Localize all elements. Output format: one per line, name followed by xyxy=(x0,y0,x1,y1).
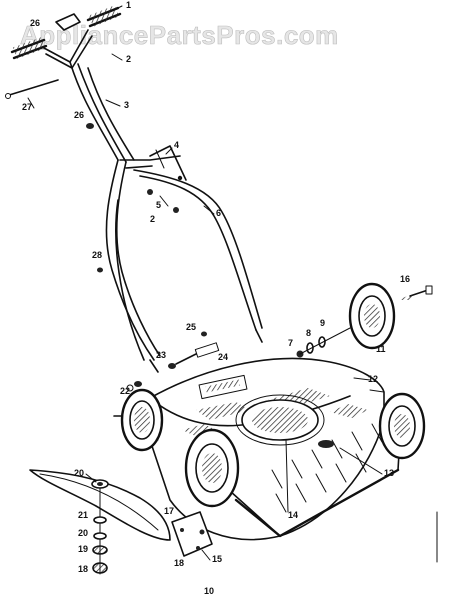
callout-24: 24 xyxy=(218,352,228,362)
wheel-exploded xyxy=(296,282,433,358)
callout-2-top: 2 xyxy=(126,54,131,64)
callout-19: 19 xyxy=(78,544,88,554)
callout-16: 16 xyxy=(400,274,410,284)
handle-assembly: 26 xyxy=(5,5,263,373)
callout-6: 6 xyxy=(216,208,221,218)
callout-22: 22 xyxy=(120,386,130,396)
callout-11: 11 xyxy=(376,344,386,354)
callout-21: 21 xyxy=(78,510,88,520)
callout-5: 5 xyxy=(156,200,161,210)
callout-13: 13 xyxy=(384,468,394,478)
callout-10: 10 xyxy=(204,586,214,596)
callout-26: 26 xyxy=(74,110,84,120)
callout-12: 12 xyxy=(368,374,378,384)
callout-9: 9 xyxy=(320,318,325,328)
callout-20: 20 xyxy=(78,528,88,538)
wheel-front-right xyxy=(378,392,426,460)
mower-deck xyxy=(143,357,401,541)
callout-25: 25 xyxy=(186,322,196,332)
callout-23: 23 xyxy=(156,350,166,360)
callout-18: 18 xyxy=(78,564,88,574)
watermark: AppliancePartsPros.com xyxy=(20,20,339,50)
leader-lines xyxy=(27,5,383,561)
callout-17: 17 xyxy=(164,506,174,516)
callout-29: 20 xyxy=(74,468,84,478)
callout-8: 8 xyxy=(306,328,311,338)
callout-1: 1 xyxy=(126,0,131,10)
blade-assembly xyxy=(29,469,171,575)
callout-7: 7 xyxy=(288,338,293,348)
callout-26-top: 26 xyxy=(30,18,40,28)
callout-4: 4 xyxy=(174,140,179,150)
callout-14: 14 xyxy=(288,510,298,520)
callout-18-bracket: 18 xyxy=(174,558,184,568)
callout-28: 28 xyxy=(92,250,102,260)
callout-3: 3 xyxy=(124,100,129,110)
wheel-rear-left xyxy=(113,388,164,452)
wheel-front-left xyxy=(184,428,240,508)
callout-labels: 1 2 3 27 26 4 5 2 6 28 16 25 7 8 9 11 23… xyxy=(22,0,410,596)
control-linkage xyxy=(126,331,220,392)
callout-2: 2 xyxy=(150,214,155,224)
callout-15: 15 xyxy=(212,554,222,564)
height-bracket xyxy=(171,511,213,557)
callout-27: 27 xyxy=(22,102,32,112)
